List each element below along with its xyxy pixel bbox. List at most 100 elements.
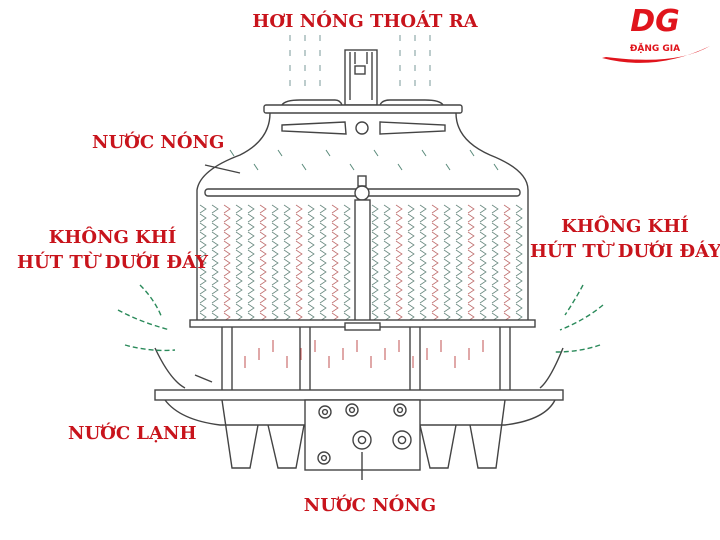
fill-chevron: [407, 231, 415, 241]
fill-chevron: [247, 249, 255, 259]
fill-chevron: [283, 231, 291, 241]
fill-chevron: [343, 213, 351, 223]
fill-chevron: [271, 258, 279, 268]
fill-chevron: [407, 240, 415, 250]
fill-chevron: [443, 231, 451, 241]
fill-chevron: [343, 231, 351, 241]
fitting: [392, 430, 412, 450]
fill-chevron: [491, 249, 499, 259]
fill-chevron: [515, 303, 523, 313]
fill-chevron: [259, 294, 267, 304]
fill-chevron: [407, 249, 415, 259]
spray-dash: [277, 149, 283, 157]
fill-chevron: [235, 204, 243, 214]
fill-chevron: [271, 222, 279, 232]
fill-chevron: [211, 231, 219, 241]
fill-chevron: [235, 213, 243, 223]
fitting: [317, 451, 331, 465]
fill-chevron: [247, 285, 255, 295]
fill-chevron: [503, 276, 511, 286]
fill-chevron: [395, 267, 403, 277]
fill-chevron: [455, 294, 463, 304]
fill-chevron: [431, 294, 439, 304]
fill-chevron: [407, 267, 415, 277]
fill-chevron: [467, 267, 475, 277]
fill-chevron: [479, 258, 487, 268]
fill-chevron: [199, 276, 207, 286]
tower-shell: [196, 112, 529, 322]
fill-chevron: [515, 258, 523, 268]
fill-chevron: [307, 240, 315, 250]
fill-chevron: [479, 303, 487, 313]
air-arrow: [124, 344, 176, 352]
fill-chevron: [247, 222, 255, 232]
fill-chevron: [503, 231, 511, 241]
fill-chevron: [395, 285, 403, 295]
fill-chevron: [331, 303, 339, 313]
fill-chevron: [467, 213, 475, 223]
fill-chevron: [199, 267, 207, 277]
fill-chevron: [331, 204, 339, 214]
label-air-right-1: KHÔNG KHÍ: [561, 216, 689, 237]
fill-chevron: [431, 285, 439, 295]
fill-chevron: [371, 303, 379, 313]
fill-chevron: [319, 303, 327, 313]
fill-chevron: [371, 258, 379, 268]
fill-chevron: [223, 204, 231, 214]
fill-chevron: [343, 204, 351, 214]
fill-chevron: [371, 285, 379, 295]
fill-chevron: [307, 213, 315, 223]
fill-chevron: [443, 204, 451, 214]
fill-chevron: [307, 267, 315, 277]
fill-chevron: [431, 240, 439, 250]
spray-dash: [373, 149, 379, 157]
fill-chevron: [271, 213, 279, 223]
fill-chevron: [455, 303, 463, 313]
fill-chevron: [419, 276, 427, 286]
fill-chevron: [395, 213, 403, 223]
fill-chevron: [343, 258, 351, 268]
fill-chevron: [383, 222, 391, 232]
fill-chevron: [283, 213, 291, 223]
fill-chevron: [259, 213, 267, 223]
fill-chevron: [467, 294, 475, 304]
fill-chevron: [259, 258, 267, 268]
fill-chevron: [223, 285, 231, 295]
fill-chevron: [247, 204, 255, 214]
fill-chevron: [395, 240, 403, 250]
fill-chevron: [271, 249, 279, 259]
fill-chevron: [283, 294, 291, 304]
fill-chevron: [491, 213, 499, 223]
fill-chevron: [223, 240, 231, 250]
fill-chevron: [407, 303, 415, 313]
fill-chevron: [431, 213, 439, 223]
fill-chevron: [431, 204, 439, 214]
fill-chevron: [503, 258, 511, 268]
fill-chevron: [223, 267, 231, 277]
fill-chevron: [395, 231, 403, 241]
fill-chevron: [407, 294, 415, 304]
label-hot-water-in: NƯỚC NÓNG: [92, 132, 225, 153]
fill-chevron: [307, 231, 315, 241]
fill-chevron: [283, 303, 291, 313]
fill-chevron: [307, 285, 315, 295]
fill-chevron: [223, 258, 231, 268]
label-air-right-2: HÚT TỪ DƯỚI ĐÁY: [530, 241, 720, 262]
fill-chevron: [443, 294, 451, 304]
fill-chevron: [259, 204, 267, 214]
fill-chevron: [331, 294, 339, 304]
fill-chevron: [211, 303, 219, 313]
fill-chevron: [419, 267, 427, 277]
fill-chevron: [259, 276, 267, 286]
fill-chevron: [223, 294, 231, 304]
fitting-bore: [320, 454, 328, 462]
fill-chevron: [443, 267, 451, 277]
fill-chevron: [455, 249, 463, 259]
fill-chevron: [343, 276, 351, 286]
fill-chevron: [443, 222, 451, 232]
logo-mark: DG: [630, 4, 680, 39]
fill-chevron: [331, 240, 339, 250]
fill-chevron: [199, 294, 207, 304]
fill-chevron: [455, 276, 463, 286]
fill-chevron: [235, 258, 243, 268]
